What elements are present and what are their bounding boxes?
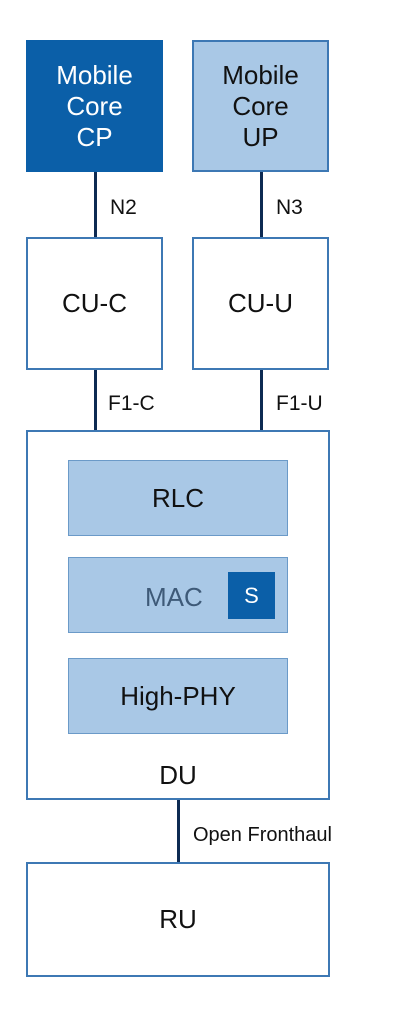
mobile-core-up-box: Mobile Core UP — [192, 40, 329, 172]
cu-u-label: CU-U — [228, 288, 293, 318]
du-label: DU — [159, 760, 197, 790]
ru-label: RU — [159, 904, 197, 934]
core-up-line3: UP — [242, 121, 279, 152]
n3-label: N3 — [276, 196, 303, 219]
n2-link — [94, 172, 97, 237]
core-cp-line1: Mobile — [56, 59, 133, 90]
rlc-box: RLC — [68, 460, 288, 536]
core-cp-line2: Core — [66, 90, 123, 121]
cu-u-box: CU-U — [192, 237, 329, 370]
f1u-label: F1-U — [276, 392, 323, 415]
scheduler-badge: S — [228, 572, 275, 619]
core-cp-line3: CP — [76, 121, 113, 152]
mobile-core-cp-box: Mobile Core CP — [26, 40, 163, 172]
n3-link — [260, 172, 263, 237]
fronthaul-link — [177, 800, 180, 862]
cu-c-box: CU-C — [26, 237, 163, 370]
core-up-line1: Mobile — [222, 59, 299, 90]
n2-label: N2 — [110, 196, 137, 219]
high-phy-label: High-PHY — [120, 680, 236, 711]
cu-c-label: CU-C — [62, 288, 127, 318]
f1c-label: F1-C — [108, 392, 155, 415]
mac-label: MAC — [145, 582, 203, 612]
f1u-link — [260, 370, 263, 430]
fronthaul-label: Open Fronthaul — [193, 824, 332, 846]
ru-box: RU — [26, 862, 330, 977]
rlc-label: RLC — [151, 482, 204, 513]
f1c-link — [94, 370, 97, 430]
high-phy-box: High-PHY — [68, 658, 288, 734]
mac-box: MAC S — [68, 557, 288, 633]
core-up-line2: Core — [232, 90, 289, 121]
